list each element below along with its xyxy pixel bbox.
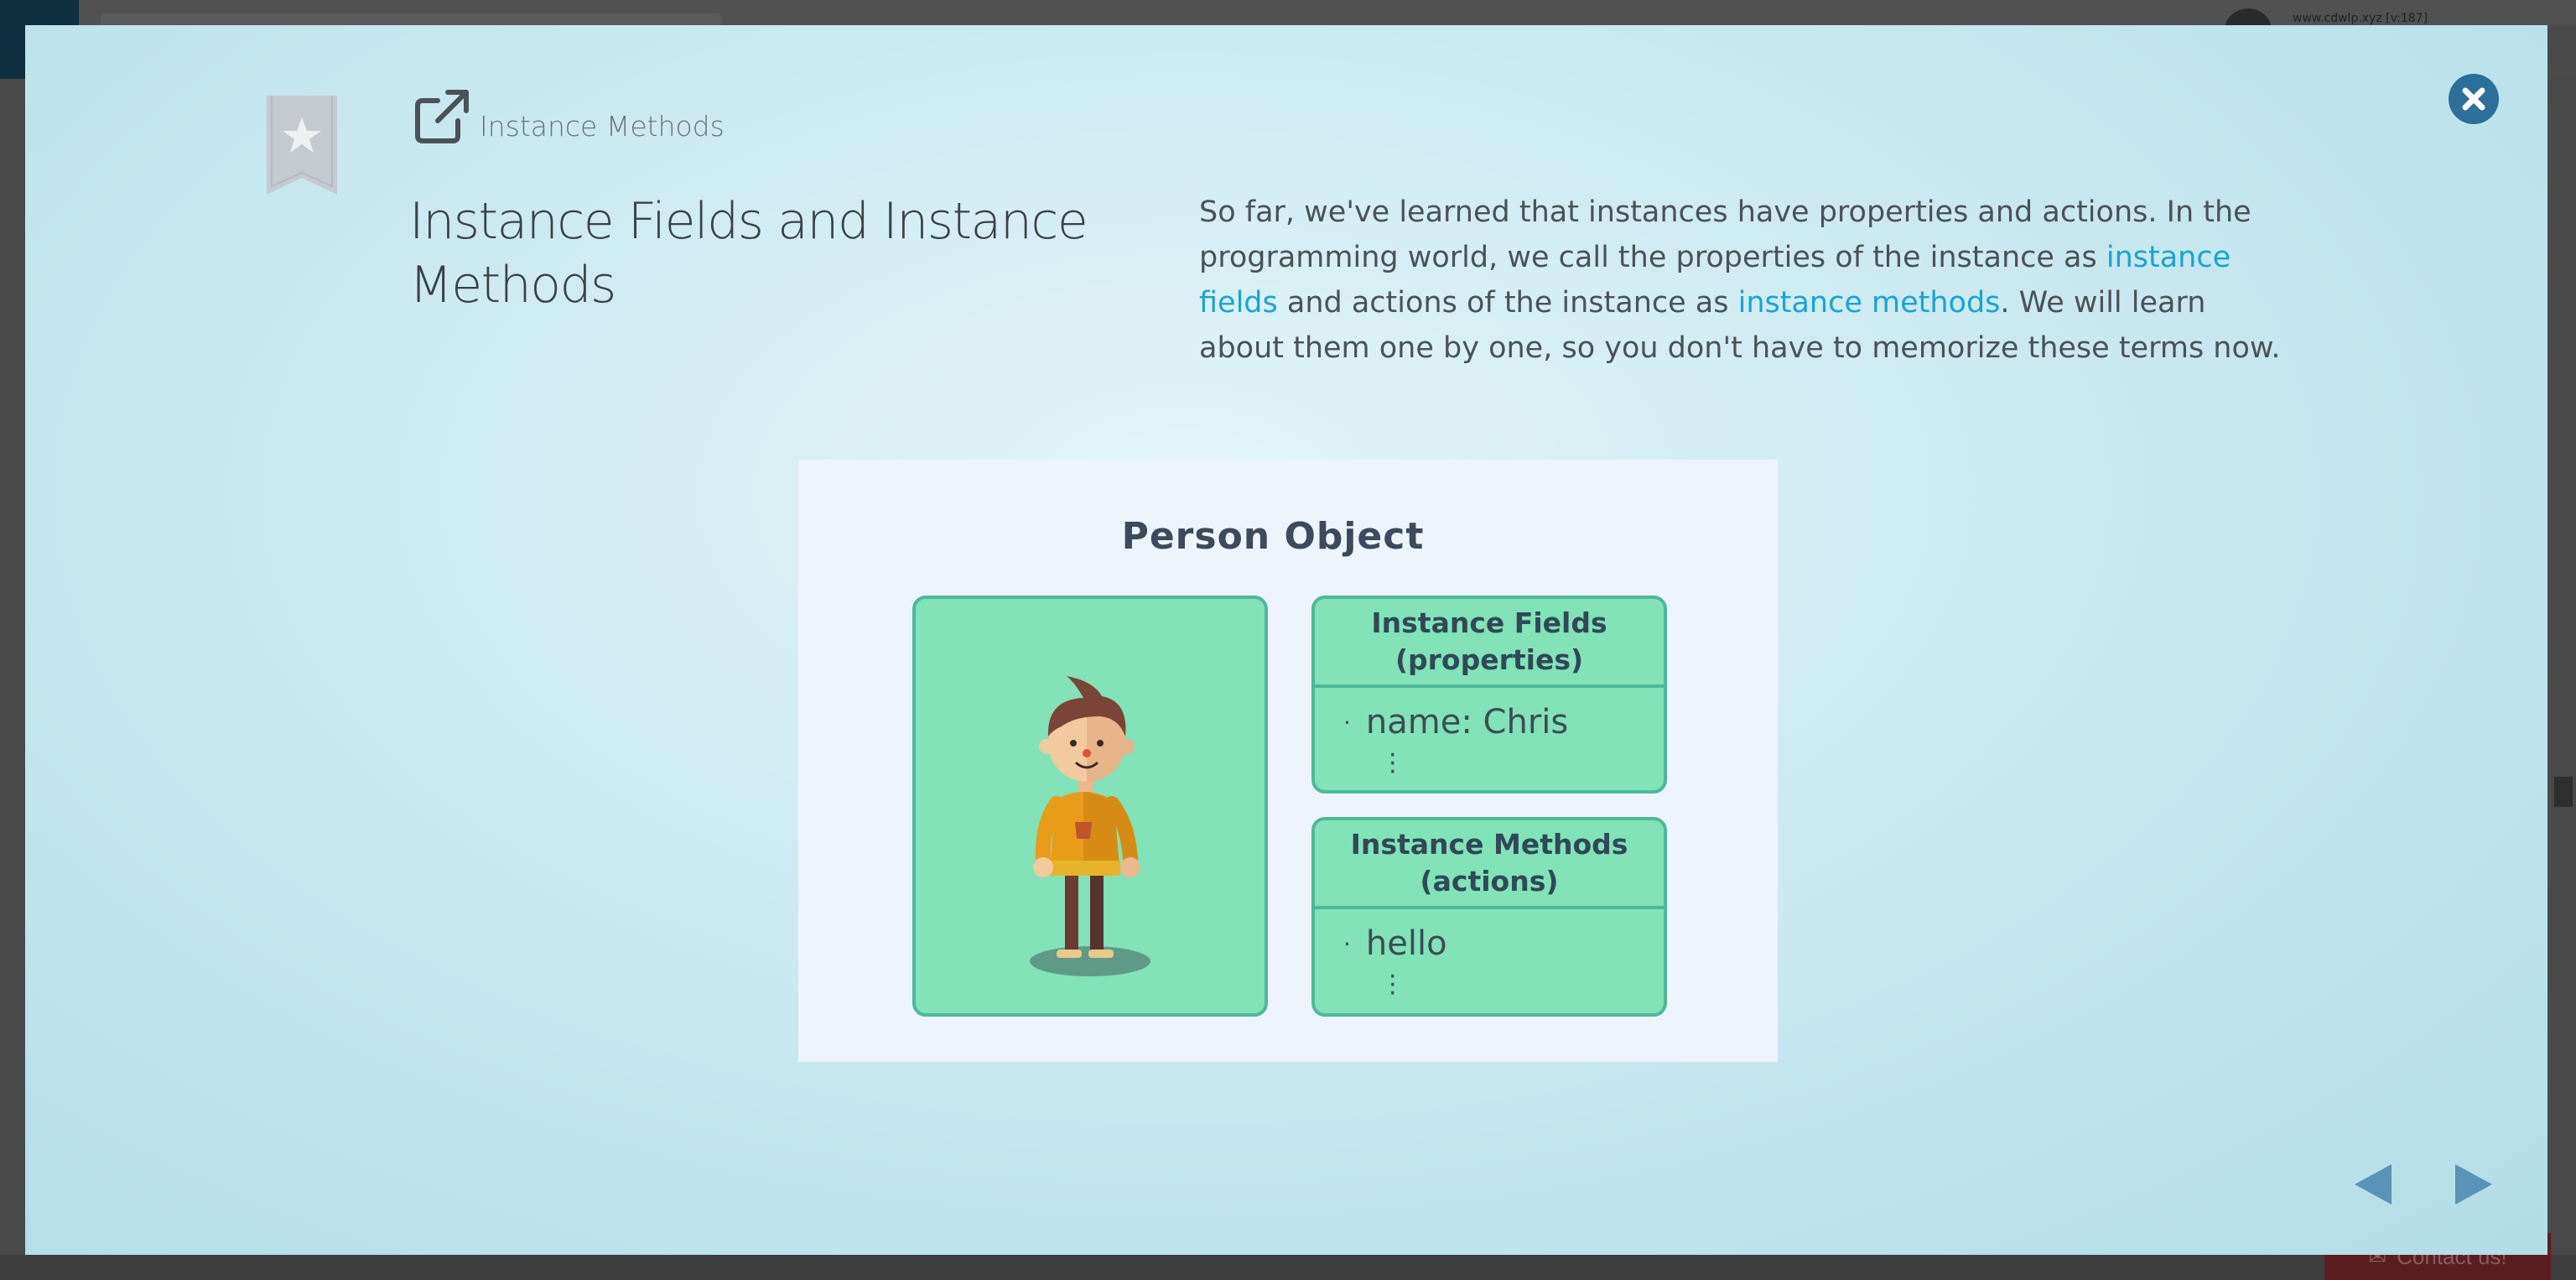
instance-methods-heading: Instance Methods (actions) bbox=[1315, 820, 1664, 909]
instance-methods-heading-line-1: Instance Methods bbox=[1350, 828, 1628, 861]
lesson-modal: Instance Methods Instance Fields and Ins… bbox=[25, 25, 2547, 1255]
arrow-left-icon[interactable] bbox=[2353, 1163, 2393, 1206]
external-link-icon[interactable] bbox=[413, 89, 471, 144]
background-scrollbar-thumb bbox=[2554, 777, 2573, 807]
person-card bbox=[912, 596, 1268, 1017]
instance-fields-list: · name: Chris ··· bbox=[1315, 688, 1664, 785]
background-url-text: www.cdwlp.xyz [v:187] bbox=[2293, 12, 2428, 25]
instance-methods-box: Instance Methods (actions) · hello ··· bbox=[1311, 817, 1667, 1017]
instance-methods-heading-line-2: (actions) bbox=[1420, 865, 1559, 898]
background-scrollbar bbox=[2551, 79, 2576, 1253]
method-hello-item: hello bbox=[1365, 924, 1447, 963]
description-text-3: . We will learn about them one by one, s… bbox=[1199, 286, 2281, 365]
instance-methods-link[interactable]: instance methods bbox=[1737, 286, 2001, 320]
list-item: · hello bbox=[1343, 924, 1664, 963]
bullet-icon: · bbox=[1343, 708, 1351, 736]
instance-fields-link[interactable]: instance fields bbox=[1199, 241, 2231, 320]
background-footer bbox=[0, 1255, 2576, 1280]
person-object-illustration: Person Object bbox=[798, 460, 1778, 1062]
arrow-right-icon[interactable] bbox=[2454, 1163, 2494, 1206]
vertical-ellipsis-icon: ··· bbox=[1389, 962, 1397, 1008]
instance-fields-heading-line-1: Instance Fields bbox=[1371, 606, 1607, 639]
bookmark-star-icon[interactable] bbox=[267, 96, 337, 195]
description-text-1: So far, we've learned that instances hav… bbox=[1199, 195, 2251, 274]
breadcrumb-label[interactable]: Instance Methods bbox=[480, 110, 724, 143]
figure-title: Person Object bbox=[1121, 515, 1425, 558]
close-icon bbox=[2462, 87, 2485, 111]
description-text-2: and actions of the instance as bbox=[1277, 286, 1738, 320]
person-illustration bbox=[1030, 676, 1150, 976]
instance-fields-box: Instance Fields (properties) · name: Chr… bbox=[1311, 596, 1667, 793]
lesson-description: So far, we've learned that instances hav… bbox=[1199, 190, 2281, 371]
vertical-ellipsis-icon: ··· bbox=[1389, 741, 1397, 787]
breadcrumb: Instance Methods bbox=[413, 89, 724, 144]
field-name-item: name: Chris bbox=[1365, 703, 1569, 741]
instance-fields-heading: Instance Fields (properties) bbox=[1315, 599, 1664, 688]
close-button[interactable] bbox=[2449, 74, 2499, 124]
bullet-icon: · bbox=[1343, 929, 1351, 958]
instance-methods-list: · hello ··· bbox=[1315, 909, 1664, 1007]
instance-fields-heading-line-2: (properties) bbox=[1394, 643, 1584, 676]
list-item: · name: Chris bbox=[1343, 703, 1664, 741]
page-title: Instance Fields and Instance Methods bbox=[409, 192, 1088, 315]
